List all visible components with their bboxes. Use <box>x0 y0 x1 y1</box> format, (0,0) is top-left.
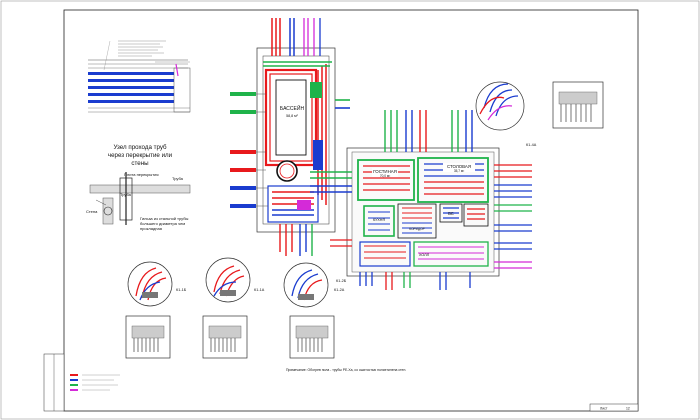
pool-room: БАССЕЙН 58,8 м² <box>230 18 350 256</box>
sleeve-label-2: большего диаметра чем <box>140 221 185 226</box>
slab-label: Плита перекрытия <box>124 172 159 177</box>
hall-label: ХОЛЛ <box>419 253 430 257</box>
legend-notes: Примечание: Обогрев пола - трубы PE-Xa, … <box>70 368 406 391</box>
callout-circle-3 <box>283 262 329 308</box>
pipe-label: Труба <box>120 192 132 197</box>
manifold-cabinets: К1-1Б К1-1А К1-2А К1-2Б К1-4А <box>125 81 604 359</box>
dining-label: СТОЛОВАЯ <box>447 164 471 169</box>
callout-circle-1 <box>127 261 173 307</box>
manifold-cabinet-3 <box>289 315 335 359</box>
dining-area: 35,7 м² <box>454 169 464 173</box>
manifold-callouts <box>127 81 525 308</box>
pool-label: БАССЕЙН <box>280 104 305 112</box>
bottom-note: Примечание: Обогрев пола - трубы PE-Xa, … <box>286 368 406 372</box>
sheet-label: Лист <box>600 406 608 410</box>
drawing-frame <box>63 9 639 412</box>
corridor-label: КОРИДОР <box>409 227 424 231</box>
node-title-line-1: Узел прохода труб <box>113 144 167 151</box>
sheet-number: 12 <box>626 406 630 410</box>
pipe-penetration-node: Узел прохода труб через перекрытие или с… <box>86 144 191 231</box>
manifold-tag-4: К1-2Б <box>336 279 347 283</box>
sleeve-label-1: Гильза из стальной трубы <box>140 216 189 221</box>
title-block: Лист 12 <box>43 353 639 412</box>
manifold-cabinet-4 <box>552 81 604 129</box>
pool-area: 58,8 м² <box>286 114 298 118</box>
house-plan: ГОСТИНАЯ 70,0 м² СТОЛОВАЯ 35,7 м² ВС КУХ… <box>310 110 532 290</box>
floor-section-detail <box>88 40 191 113</box>
living-label: ГОСТИНАЯ <box>373 169 397 174</box>
manifold-tag-3: К1-2А <box>334 288 345 292</box>
manifold-cabinet-2 <box>202 315 248 359</box>
manifold-tag-1: К1-1Б <box>176 288 187 292</box>
manifold-tag-2: К1-1А <box>254 288 265 292</box>
sleeve-label-3: прокладная <box>140 226 162 231</box>
node-title-line-2: через перекрытие или <box>108 152 173 159</box>
kitchen-label: КУХНЯ <box>373 218 385 222</box>
living-area: 70,0 м² <box>380 174 390 178</box>
manifold-tag-5: К1-4А <box>526 143 537 147</box>
node-title-line-3: стены <box>131 160 149 167</box>
manifold-cabinet-1 <box>125 315 171 359</box>
wall-label: Стена <box>86 209 98 214</box>
bath-label: ВС <box>448 211 454 216</box>
pipe-label-right: Труба <box>172 176 184 181</box>
